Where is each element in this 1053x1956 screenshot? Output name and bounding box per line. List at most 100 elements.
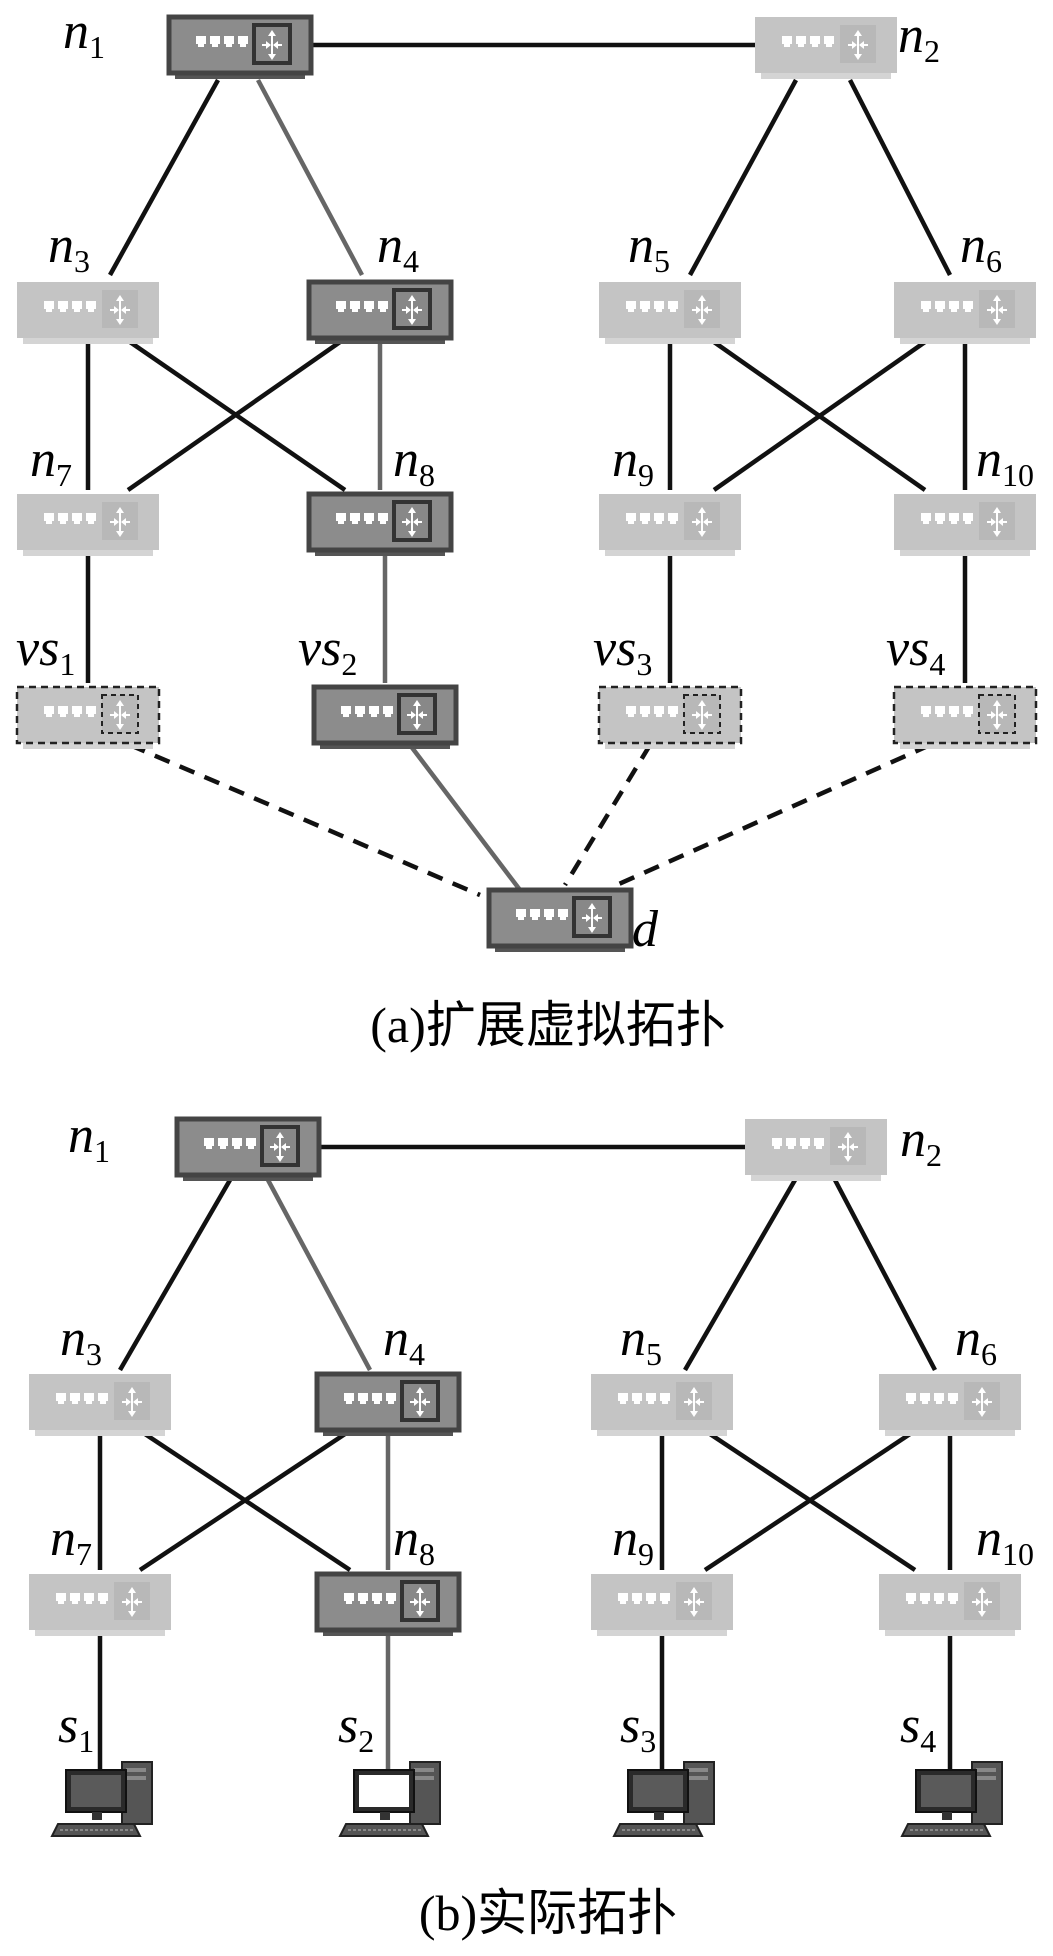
node-label-n3: n3 <box>60 1310 102 1372</box>
node-label-base: n <box>63 3 89 60</box>
node-label-sub: 4 <box>403 243 419 279</box>
node-label-sub: 2 <box>926 1137 942 1173</box>
node-label-base: n <box>960 217 986 274</box>
node-label-sub: 6 <box>981 1336 997 1372</box>
node-label-n2: n2 <box>900 1111 942 1173</box>
node-label-base: s <box>58 1697 78 1754</box>
link-n2-n6 <box>833 1178 937 1372</box>
node-label-sub: 1 <box>89 29 105 65</box>
switch-icon <box>597 685 743 749</box>
switch-icon <box>755 17 897 79</box>
computer-icon <box>338 1761 441 1837</box>
link-n3-n8 <box>143 1432 352 1572</box>
node-label-s2: s2 <box>338 1697 374 1759</box>
node-label-sub: 5 <box>654 243 670 279</box>
node-label-n8: n8 <box>393 431 435 493</box>
node-label-base: d <box>632 901 659 958</box>
node-label-sub: 5 <box>646 1336 662 1372</box>
node-label-base: vs <box>16 620 59 677</box>
link-n5-n10 <box>708 1432 917 1572</box>
node-label-sub: 4 <box>920 1723 936 1759</box>
switch-icon <box>29 1574 171 1636</box>
link-n2-n6 <box>847 78 953 277</box>
node-label-base: n <box>976 431 1002 488</box>
link-vs4-d <box>609 742 931 891</box>
switch-icon <box>306 279 454 344</box>
node-label-sub: 10 <box>1002 457 1034 493</box>
link-n1-n3 <box>118 1178 232 1372</box>
node-label-n1: n1 <box>68 1107 110 1169</box>
node-label-sub: 1 <box>94 1133 110 1169</box>
node-label-sub: 2 <box>924 33 940 69</box>
switch-icon <box>17 494 159 556</box>
node-label-n10: n10 <box>976 431 1034 493</box>
node-label-base: n <box>628 217 654 274</box>
node-label-n6: n6 <box>955 1310 997 1372</box>
node-label-n1: n1 <box>63 3 105 65</box>
switch-icon <box>486 887 634 952</box>
node-label-s4: s4 <box>900 1697 936 1759</box>
switch-icon <box>599 494 741 556</box>
node-label-sub: 2 <box>341 646 357 682</box>
node-label-base: s <box>620 1697 640 1754</box>
node-label-n8: n8 <box>393 1510 435 1572</box>
node-label-base: n <box>48 217 74 274</box>
node-label-sub: 4 <box>929 646 945 682</box>
node-label-n3: n3 <box>48 217 90 279</box>
switch-icon <box>29 1374 171 1436</box>
node-label-s3: s3 <box>620 1697 656 1759</box>
node-label-base: n <box>612 1510 638 1567</box>
switch-icon <box>314 1371 462 1436</box>
node-label-d: d <box>632 901 659 958</box>
node-label-base: vs <box>593 620 636 677</box>
switch-icon <box>892 685 1038 749</box>
links-a <box>85 42 968 898</box>
node-label-sub: 10 <box>1002 1536 1034 1572</box>
switch-icon <box>894 282 1036 344</box>
node-label-n7: n7 <box>30 431 72 493</box>
switch-icon <box>174 1116 322 1181</box>
node-label-n9: n9 <box>612 1510 654 1572</box>
node-label-sub: 2 <box>358 1723 374 1759</box>
node-label-sub: 9 <box>638 1536 654 1572</box>
caption-a: (a)扩展虚拟拓扑 <box>370 997 726 1053</box>
link-n1-n3 <box>108 78 220 277</box>
link-vs3-d <box>563 743 652 887</box>
switch-icon <box>166 14 314 79</box>
node-label-base: n <box>60 1310 86 1367</box>
node-label-sub: 9 <box>638 457 654 493</box>
node-label-n9: n9 <box>612 431 654 493</box>
node-label-n4: n4 <box>383 1310 425 1372</box>
node-label-n7: n7 <box>50 1510 92 1572</box>
switch-icon <box>591 1574 733 1636</box>
links-b <box>97 1144 953 1775</box>
switch-icon <box>314 1571 462 1636</box>
link-vs1-d <box>129 742 481 898</box>
node-label-sub: 3 <box>636 646 652 682</box>
node-label-base: n <box>898 7 924 64</box>
node-label-n5: n5 <box>620 1310 662 1372</box>
node-label-base: vs <box>298 620 341 677</box>
node-label-base: n <box>393 431 419 488</box>
node-label-base: n <box>50 1510 76 1567</box>
node-label-sub: 8 <box>419 1536 435 1572</box>
node-label-sub: 8 <box>419 457 435 493</box>
node-label-n10: n10 <box>976 1510 1034 1572</box>
node-label-n4: n4 <box>377 217 419 279</box>
switch-icon <box>894 494 1036 556</box>
node-label-base: n <box>612 431 638 488</box>
node-label-base: n <box>383 1310 409 1367</box>
link-n1-n4 <box>256 78 364 277</box>
node-label-vs1: vs1 <box>16 620 75 682</box>
node-label-sub: 3 <box>74 243 90 279</box>
switch-icon <box>879 1574 1021 1636</box>
node-label-base: n <box>68 1107 94 1164</box>
node-label-sub: 7 <box>76 1536 92 1572</box>
node-label-vs2: vs2 <box>298 620 357 682</box>
link-n6-n9 <box>712 340 927 492</box>
link-n4-n7 <box>138 1432 347 1572</box>
node-label-s1: s1 <box>58 1697 94 1759</box>
